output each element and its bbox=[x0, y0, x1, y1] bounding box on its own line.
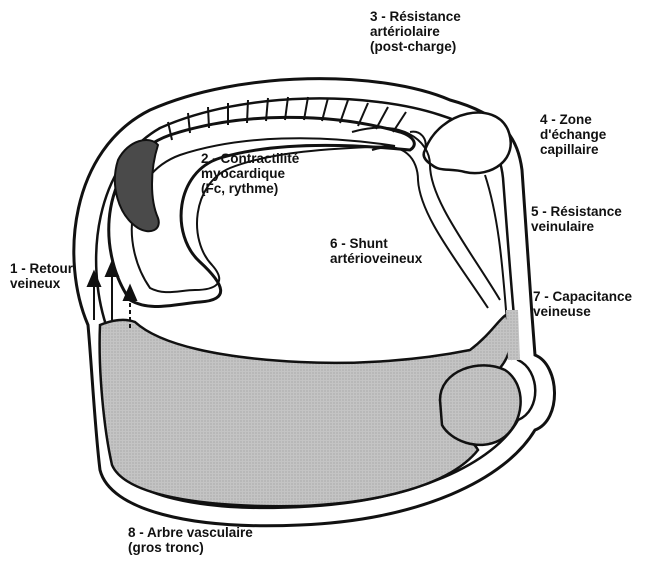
label-7-line1: 7 - Capacitance bbox=[533, 289, 633, 304]
label-4-line2: d'échange bbox=[540, 127, 607, 142]
label-4-capillary-zone: 4 - Zone d'échange capillaire bbox=[540, 112, 607, 157]
label-5-line1: 5 - Résistance bbox=[531, 204, 622, 219]
label-3-line1: 3 - Résistance bbox=[370, 9, 461, 24]
heart-muscle bbox=[115, 140, 159, 231]
label-7-venous-capacitance: 7 - Capacitance veineuse bbox=[533, 289, 633, 319]
label-6-line1: 6 - Shunt bbox=[330, 236, 388, 251]
label-7-line2: veineuse bbox=[533, 304, 591, 319]
label-4-line1: 4 - Zone bbox=[540, 112, 592, 127]
capillary-bulb bbox=[424, 113, 511, 174]
label-2-contractility: 2 - Contractilité myocardique (Fc, rythm… bbox=[201, 151, 300, 196]
label-2-line2: myocardique bbox=[201, 166, 286, 181]
label-2-line3: (Fc, rythme) bbox=[201, 181, 278, 196]
label-3-line2: artériolaire bbox=[370, 24, 440, 39]
label-1-line2: veineux bbox=[10, 276, 61, 291]
label-1-line1: 1 - Retour bbox=[10, 261, 74, 276]
label-2-line1: 2 - Contractilité bbox=[201, 151, 300, 166]
label-5-venular-resistance: 5 - Résistance veinulaire bbox=[531, 204, 622, 234]
label-6-av-shunt: 6 - Shunt artérioveineux bbox=[330, 236, 423, 266]
label-1-venous-return: 1 - Retour veineux bbox=[10, 261, 74, 291]
label-4-line3: capillaire bbox=[540, 142, 599, 157]
label-8-line2: (gros tronc) bbox=[128, 540, 204, 555]
label-5-line2: veinulaire bbox=[531, 219, 595, 234]
label-8-line1: 8 - Arbre vasculaire bbox=[128, 525, 253, 540]
label-6-line2: artérioveineux bbox=[330, 251, 423, 266]
label-3-line3: (post-charge) bbox=[370, 39, 456, 54]
venous-return-band bbox=[506, 310, 520, 360]
label-3-arteriolar-resistance: 3 - Résistance artériolaire (post-charge… bbox=[370, 9, 461, 54]
label-8-vascular-tree: 8 - Arbre vasculaire (gros tronc) bbox=[128, 525, 253, 555]
capacitance-bulb bbox=[440, 365, 521, 444]
